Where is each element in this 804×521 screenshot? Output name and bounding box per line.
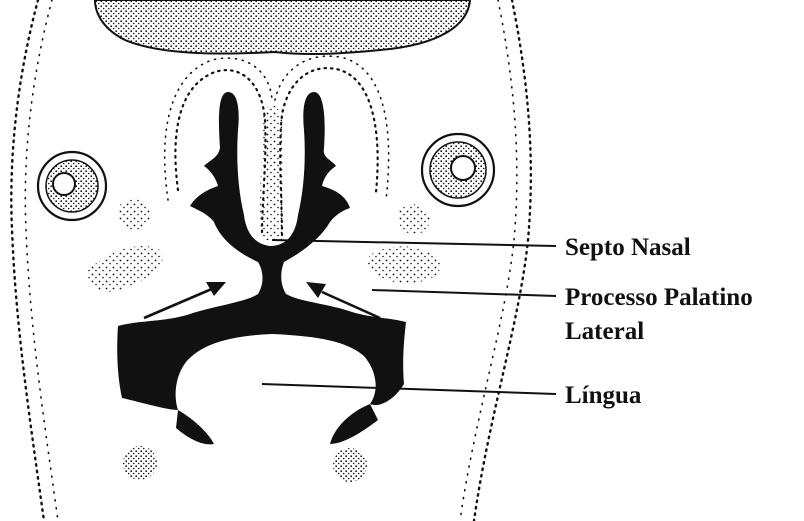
stipple-spot-bottom-left bbox=[123, 446, 157, 480]
stipple-patch-right bbox=[368, 246, 441, 283]
lower-prong-left bbox=[176, 410, 214, 444]
lower-prong-right bbox=[330, 404, 378, 444]
outer-contour-right bbox=[474, 0, 531, 521]
stipple-patch-left bbox=[88, 246, 163, 292]
leader-processo-palatino bbox=[372, 290, 556, 296]
leader-septo-nasal bbox=[272, 240, 556, 246]
stipple-patch-left-upper bbox=[118, 199, 151, 231]
eye-right bbox=[422, 134, 494, 206]
outer-contour-left bbox=[11, 0, 44, 521]
outer-contour-left-inner bbox=[25, 0, 58, 521]
septum-stipple bbox=[260, 105, 284, 240]
stipple-spot-bottom-right bbox=[333, 448, 367, 482]
tongue-outline bbox=[190, 350, 360, 400]
label-lingua: Língua bbox=[565, 381, 641, 411]
label-septo-nasal: Septo Nasal bbox=[565, 233, 691, 263]
leader-lingua bbox=[262, 384, 556, 394]
stipple-patch-right-upper bbox=[398, 204, 430, 234]
nasal-arch-right-outer bbox=[275, 56, 389, 200]
label-processo-palatino: Processo Palatino bbox=[565, 283, 753, 313]
top-stippled-mass bbox=[95, 0, 470, 54]
eye-left bbox=[38, 152, 106, 220]
label-lateral: Lateral bbox=[565, 317, 644, 347]
